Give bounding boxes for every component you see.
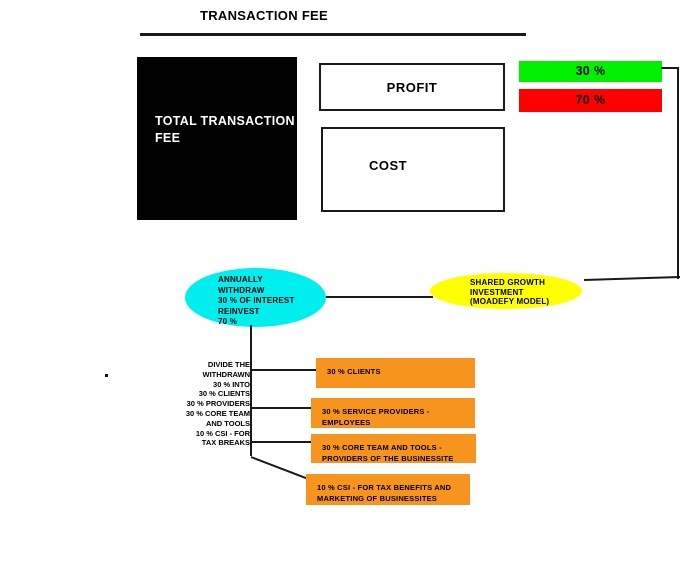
cost-box: COST <box>321 127 505 212</box>
allocation-label-clients: 30 % CLIENTS <box>327 367 381 376</box>
divide-withdrawn-note: DIVIDE THE WITHDRAWN 30 % INTO 30 % CLIE… <box>185 360 250 448</box>
shared-growth-investment-node: SHARED GROWTH INVESTMENT (MOADEFY MODEL) <box>430 273 582 309</box>
connector-growth-to-withdraw <box>325 296 433 298</box>
shared-growth-investment-label: SHARED GROWTH INVESTMENT (MOADEFY MODEL) <box>470 278 550 306</box>
branch-line-core-team <box>251 441 312 443</box>
cost-label: COST <box>369 158 408 173</box>
profit-label: PROFIT <box>386 80 438 95</box>
branch-line-clients <box>251 369 317 371</box>
title-underline <box>140 33 526 36</box>
distribution-trunk-line <box>250 325 252 456</box>
total-transaction-fee-label: TOTAL TRANSACTION FEE <box>155 114 295 145</box>
allocation-label-service-providers: 30 % SERVICE PROVIDERS - EMPLOYEES <box>322 407 430 427</box>
annual-withdraw-reinvest-label: ANNUALLY WITHDRAW 30 % OF INTEREST REINV… <box>218 275 295 326</box>
allocation-label-csi: 10 % CSI - FOR TAX BENEFITS AND MARKETIN… <box>317 483 452 503</box>
annual-withdraw-reinvest-node: ANNUALLY WITHDRAW 30 % OF INTEREST REINV… <box>185 268 326 327</box>
connector-profit-to-growth-vertical <box>677 67 679 279</box>
connector-profit-to-growth-horizontal <box>661 67 679 69</box>
profit-box: PROFIT <box>319 63 505 111</box>
branch-line-csi <box>250 456 310 481</box>
connector-profit-to-growth-diagonal <box>584 276 681 282</box>
allocation-box-core-team: 30 % CORE TEAM AND TOOLS - PROVIDERS OF … <box>311 434 476 463</box>
page-title: TRANSACTION FEE <box>200 8 328 23</box>
allocation-box-service-providers: 30 % SERVICE PROVIDERS - EMPLOYEES <box>311 398 475 428</box>
profit-share-chip: 30 % <box>519 61 662 82</box>
stray-dot-marker <box>105 374 108 377</box>
allocation-box-clients: 30 % CLIENTS <box>316 358 475 388</box>
allocation-label-core-team: 30 % CORE TEAM AND TOOLS - PROVIDERS OF … <box>322 443 454 463</box>
allocation-box-csi: 10 % CSI - FOR TAX BENEFITS AND MARKETIN… <box>306 474 470 505</box>
branch-line-service-providers <box>251 407 312 409</box>
cost-share-chip: 70 % <box>519 89 662 112</box>
total-transaction-fee-box: TOTAL TRANSACTION FEE <box>137 57 297 220</box>
